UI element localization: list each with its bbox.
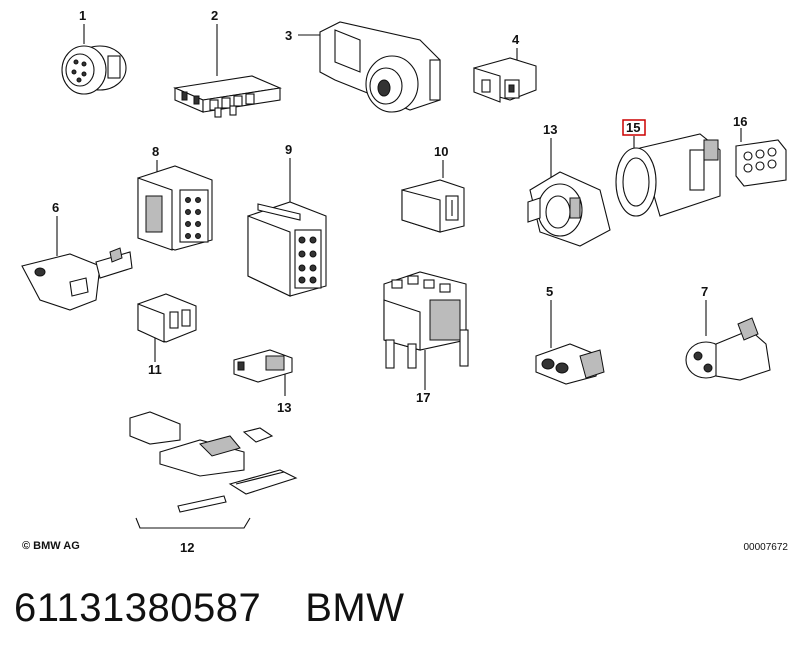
label-14: 13 <box>543 122 557 137</box>
label-16: 16 <box>733 114 747 129</box>
label-17: 17 <box>416 390 430 405</box>
part-5-flat-plug <box>535 300 605 385</box>
label-13: 13 <box>277 400 291 415</box>
diagram-reference-number: 00007672 <box>743 542 789 553</box>
footer-caption: 61131380587 BMW <box>14 586 405 631</box>
brand-name: BMW <box>305 586 405 630</box>
part-number: 61131380587 <box>14 586 262 630</box>
label-6: 6 <box>52 200 59 215</box>
label-15-highlight-box <box>622 119 646 136</box>
part-4-block-connector <box>473 48 537 103</box>
part-7-twin-plug <box>685 300 771 381</box>
label-11: 11 <box>148 362 162 377</box>
label-2: 2 <box>211 8 218 23</box>
part-14-round-bracket-connector <box>527 138 611 247</box>
part-13-small-plug <box>233 349 293 396</box>
part-1-round-connector <box>61 24 127 95</box>
label-10: 10 <box>434 144 448 159</box>
label-9: 9 <box>285 142 292 157</box>
part-9-large-housing <box>247 158 327 297</box>
part-17-tall-connector <box>383 271 469 390</box>
part-2-strip-connector <box>173 24 282 118</box>
part-3-bracket-housing <box>298 21 441 113</box>
part-11-small-block <box>137 293 197 362</box>
label-12: 12 <box>180 540 194 555</box>
part-15-cylindrical-connector <box>615 133 721 217</box>
label-7: 7 <box>701 284 708 299</box>
label-5: 5 <box>546 284 553 299</box>
part-6-latch-connector <box>21 216 133 311</box>
copyright-notice: © BMW AG <box>22 540 80 552</box>
connector-parts-diagram: 1 2 3 4 <box>21 8 787 555</box>
part-16-multipin-plug <box>735 128 787 187</box>
part-8-multipin-housing <box>137 160 213 251</box>
label-8: 8 <box>152 144 159 159</box>
label-1: 1 <box>79 8 86 23</box>
label-3: 3 <box>285 28 292 43</box>
part-12-terminal-set <box>129 411 298 529</box>
label-15: 15 <box>626 120 640 135</box>
label-4: 4 <box>512 32 520 47</box>
part-10-block-connector <box>401 160 465 233</box>
